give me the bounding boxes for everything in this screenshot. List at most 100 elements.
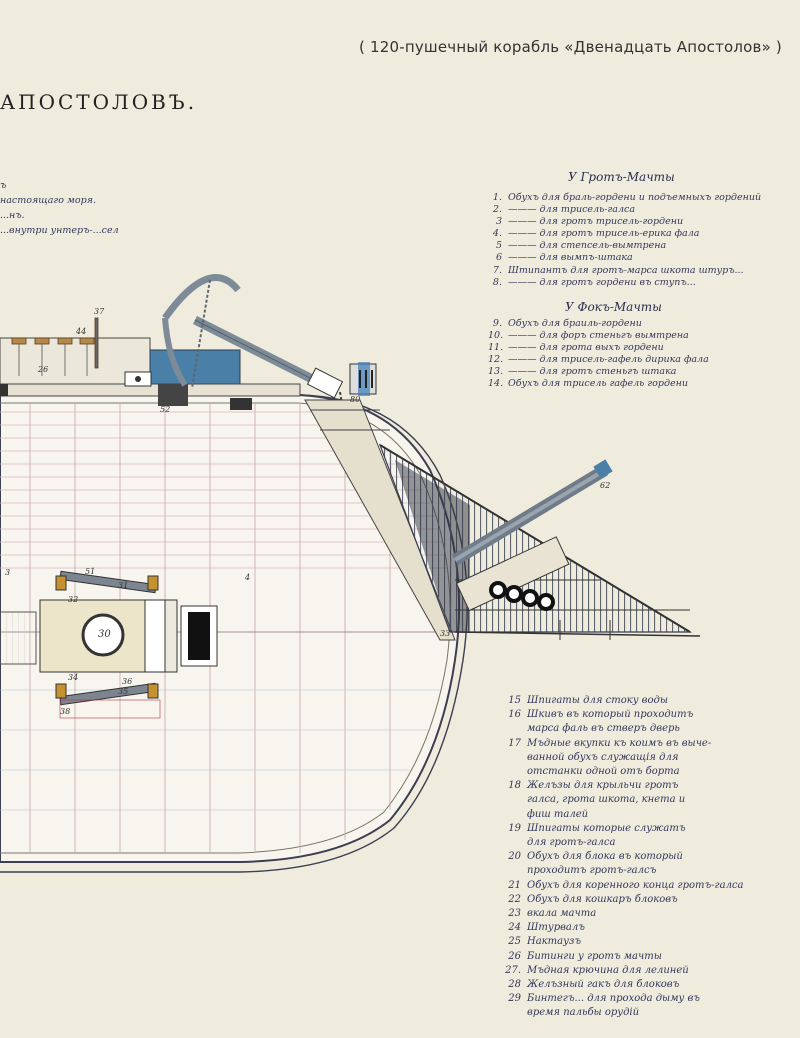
legend-text: Обухъ для коренного конца гротъ-галса xyxy=(527,879,744,891)
ref-label: 38 xyxy=(60,707,70,716)
legend-text: Шпигаты которые служатъ xyxy=(527,822,686,834)
legend-text: для гротъ-галса xyxy=(527,837,616,849)
head-structure xyxy=(378,443,701,640)
legend-row: время пальбы орудій xyxy=(505,1006,744,1020)
legend-text: Нактаузъ xyxy=(527,936,582,948)
ref-label: 44 xyxy=(75,327,86,336)
legend-num xyxy=(505,864,521,878)
plate-title: АПОСТОЛОВЪ. xyxy=(0,90,198,114)
ref-label: 3 xyxy=(5,568,10,577)
legend-text: Бинтегъ... для прохода дыму въ xyxy=(527,993,700,1005)
bitts-assembly xyxy=(0,570,218,719)
legend-num: 13. xyxy=(488,366,504,378)
legend-text: ——— для гротъ трисель-ерика фала xyxy=(508,228,700,240)
ref-label: 31 xyxy=(118,581,128,590)
ref-label: 80 xyxy=(350,395,360,404)
ref-label: 35 xyxy=(118,687,128,696)
legend-row: 4. ——— для гротъ трисель-ерика фала xyxy=(488,228,761,240)
legend-num: 11. xyxy=(488,342,504,354)
legend-num: 5 xyxy=(495,240,502,252)
legend-num: 28 xyxy=(508,979,521,991)
legend-text: Обухъ для браиль-гордени xyxy=(508,318,642,329)
legend-row: 6——— для вымпъ-штака xyxy=(488,252,761,264)
legend-num: 7. xyxy=(492,264,502,276)
legend-row: 14.Обухъ для трисель гафель гордени xyxy=(488,378,709,390)
legend-num: 10. xyxy=(488,330,504,342)
legend-num xyxy=(505,808,521,822)
left-note: ъ xyxy=(0,180,7,191)
legend-num: 21 xyxy=(508,879,521,891)
legend-text: Мъдная крючина для лелиней xyxy=(527,964,689,976)
ref-label: 37 xyxy=(94,307,105,316)
ref-label: 32 xyxy=(68,595,78,604)
legend-num: 15 xyxy=(508,695,521,706)
legend-text: отстанки одной отъ борта xyxy=(527,766,680,778)
anchor xyxy=(162,274,377,449)
legend-row: 1.Обухъ для браль-гордени и подъемныхъ г… xyxy=(488,192,761,204)
legend-text: фиш талей xyxy=(527,808,589,820)
ref-label: 30 xyxy=(98,629,111,640)
ref-label: 51 xyxy=(85,567,95,576)
left-note: настоящаго моря. xyxy=(0,195,96,206)
legend-text: время пальбы орудій xyxy=(527,1007,640,1019)
legend-text: Обухъ для трисель гафель гордени xyxy=(508,378,688,390)
legend-text: Обухъ для блока въ который xyxy=(527,851,683,863)
drawing-labels: 37 44 80 52 51 62 33 30 32 34 35 36 38 3… xyxy=(5,307,610,716)
legend-num xyxy=(505,1006,521,1020)
legend-num: 22 xyxy=(508,893,521,905)
legend-text: ——— для форъ стеньгъ вымтрена xyxy=(508,330,689,342)
legend-text: ——— для трисель-гафель дирика фала xyxy=(508,354,709,366)
ref-label: 26 xyxy=(37,365,48,374)
legend-row: для гротъ-галса xyxy=(505,836,744,850)
legend-row: галса, грота шкота, кнета и xyxy=(505,793,744,807)
legend-text: Битинги у гротъ мачты xyxy=(527,950,662,962)
ref-label: 52 xyxy=(160,405,170,414)
section-heading-grot: У Гротъ-Мачты xyxy=(568,170,675,184)
legend-num: 12. xyxy=(488,354,504,366)
legend-num: 1. xyxy=(492,192,502,203)
legend-num: 18 xyxy=(508,780,521,792)
legend-num: 6 xyxy=(495,252,502,264)
ref-label: 4 xyxy=(244,573,250,582)
section-heading-fok: У Фокъ-Мачты xyxy=(565,300,662,314)
legend-text: ——— для гротъ стеньгъ штака xyxy=(508,366,677,378)
legend-num: 29 xyxy=(508,993,521,1005)
legend-row: ванной обухъ служащія для xyxy=(505,751,744,765)
legend-text: ——— для гротъ трисель-гордени xyxy=(508,216,684,228)
left-note: ...нъ. xyxy=(0,210,25,221)
legend-row: 3 ——— для гротъ трисель-гордени xyxy=(488,216,761,228)
legend-num: 3 xyxy=(495,216,502,228)
legend-row: 29 Бинтегъ... для прохода дыму въ xyxy=(505,992,744,1006)
legend-num: 4. xyxy=(492,228,502,240)
legend-text: Мъдные вкупки къ коимъ въ выче- xyxy=(527,737,712,749)
legend-row: 12. ——— для трисель-гафель дирика фала xyxy=(488,354,709,366)
legend-text: галса, грота шкота, кнета и xyxy=(527,794,686,806)
cathead xyxy=(304,399,456,641)
legend-text: проходитъ гротъ-галсъ xyxy=(527,865,657,877)
ref-label: 62 xyxy=(600,481,610,490)
legend-num xyxy=(505,836,521,850)
legend-row: фиш талей xyxy=(505,808,744,822)
legend-row: 8.——— для гротъ гордени въ ступъ... xyxy=(488,277,761,289)
legend-row: 10. ——— для форъ стеньгъ вымтрена xyxy=(488,330,709,342)
ref-label: 34 xyxy=(68,673,78,682)
legend-row: 21 Обухъ для коренного конца гротъ-галса xyxy=(505,879,744,893)
belaying-pins xyxy=(11,317,99,376)
legend-num xyxy=(505,722,521,736)
legend-num: 20 xyxy=(508,851,521,863)
legend-num: 25 xyxy=(508,936,521,948)
legend-num: 24 xyxy=(508,922,521,934)
left-note: ...внутри унтеръ-...сел xyxy=(0,225,119,236)
legend-grot: 1.Обухъ для браль-гордени и подъемныхъ г… xyxy=(488,192,761,289)
legend-num: 23 xyxy=(508,908,521,920)
legend-num: 8. xyxy=(492,276,502,288)
